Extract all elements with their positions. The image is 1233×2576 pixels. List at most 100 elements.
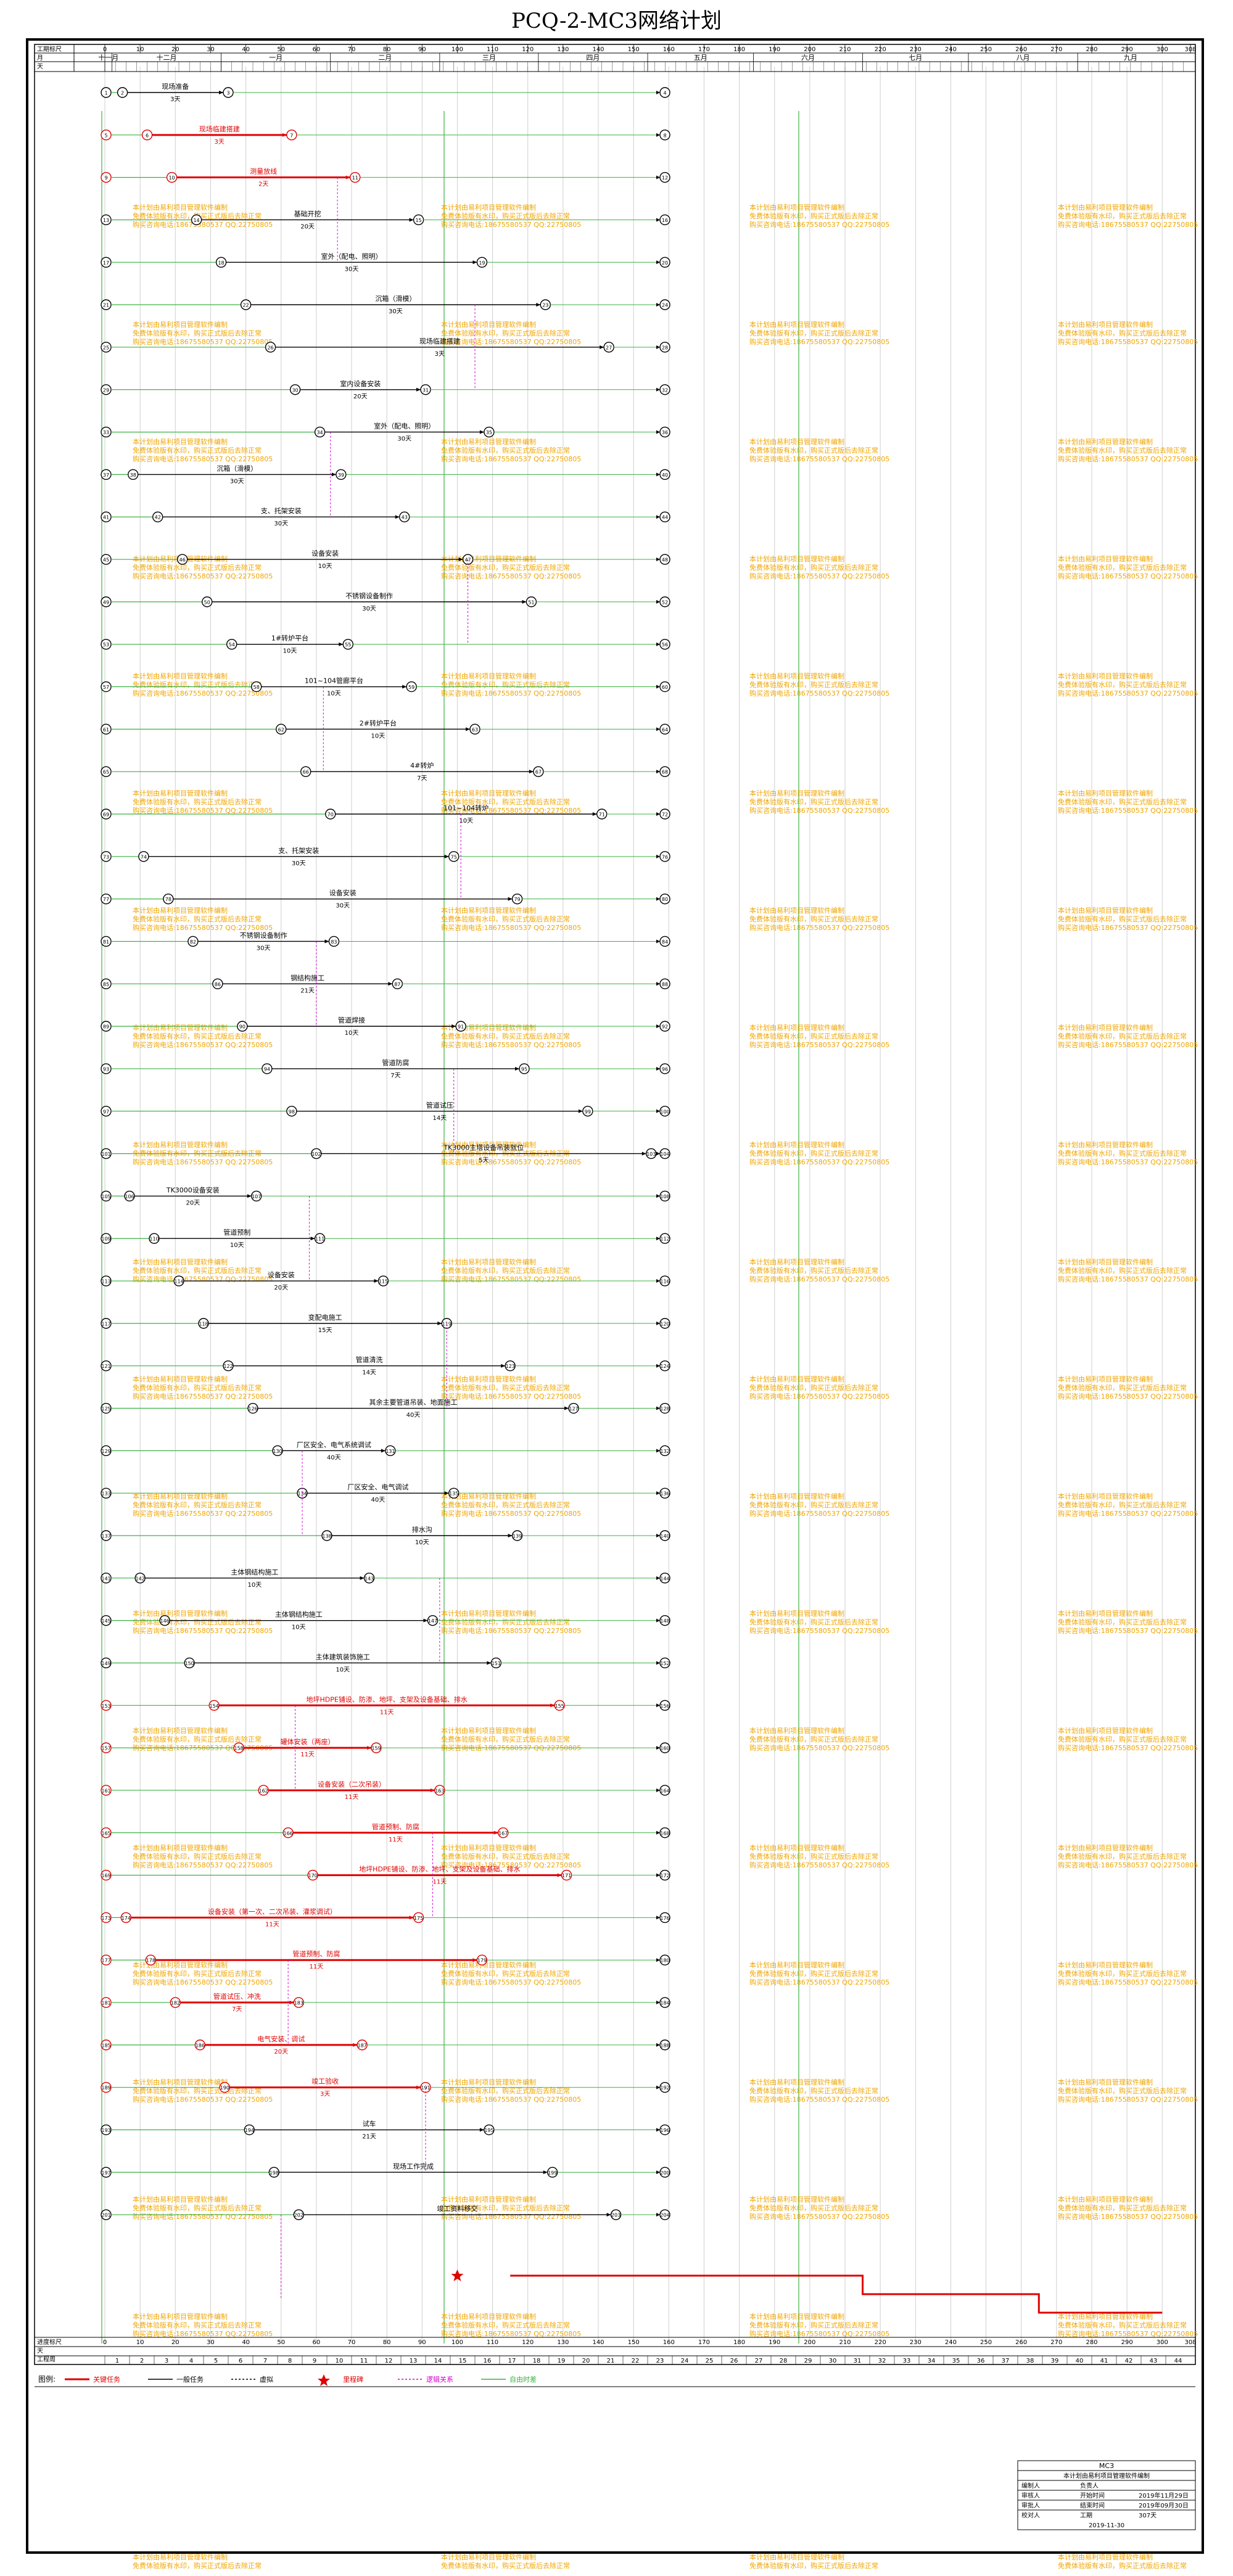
task-label: 厂区安全、电气调试 [347,1483,408,1491]
task-duration: 10天 [459,818,473,825]
node-number: 112 [660,1237,669,1242]
node-number: 169 [101,1873,110,1879]
event-node [659,2124,670,2136]
arrow-head [656,472,660,477]
titleblock-cell: 结束时间 [1080,2501,1105,2509]
task-label: 管道防腐 [382,1058,409,1067]
arrow-head [339,642,344,646]
event-node [307,1869,318,1881]
watermark-text: 免费体验版有水印，购买正式版后去除正常 [1058,2321,1187,2329]
task-duration: 10天 [327,691,341,697]
node-number: 141 [101,1576,110,1581]
node-number: 164 [660,1788,669,1793]
arrow-head [656,1873,660,1877]
arrow-head [656,387,660,392]
watermark-text: 免费体验版有水印，购买正式版后去除正常 [749,797,878,806]
arrow-head [564,1406,569,1410]
watermark-text: 购买咨询电话:18675580537 QQ:22750805 [133,2095,273,2104]
arrow-head [592,812,597,816]
watermark-text: 本计划由易利项目管理软件编制 [1058,1609,1153,1618]
watermark-text: 购买咨询电话:18675580537 QQ:22750805 [1058,2095,1198,2104]
week-number: 12 [385,2358,393,2364]
task-duration: 30天 [336,903,350,910]
watermark-text: 本计划由易利项目管理软件编制 [133,1023,228,1032]
event-node [659,214,670,226]
legend-item: 虚拟 [260,2375,273,2384]
watermark-text: 本计划由易利项目管理软件编制 [441,1257,536,1266]
node-number: 145 [101,1618,110,1624]
node-number: 140 [660,1534,669,1539]
task-duration: 5天 [479,1158,489,1164]
watermark-text: 免费体验版有水印，购买正式版后去除正常 [1058,1266,1187,1275]
node-number: 22 [242,303,249,308]
event-node [659,1573,670,1584]
week-number: 10 [336,2358,344,2364]
titleblock-sub: 本计划由易利项目管理软件编制 [1063,2472,1150,2480]
watermark-text: 本计划由易利项目管理软件编制 [133,672,228,680]
month-label: 十一月 [98,53,118,62]
watermark-text: 本计划由易利项目管理软件编制 [441,1023,536,1032]
node-number: 113 [101,1279,110,1285]
node-number: 15 [415,218,421,223]
week-number: 34 [928,2358,936,2364]
task-label: 主体钢结构施工 [275,1610,323,1619]
node-number: 152 [660,1661,669,1666]
watermark-text: 购买咨询电话:18675580537 QQ:22750805 [133,572,273,580]
week-number: 24 [681,2358,689,2364]
node-number: 122 [223,1364,233,1369]
task-label: 支、托架安装 [278,846,319,855]
node-number: 32 [662,387,668,393]
watermark-text: 购买咨询电话:18675580537 QQ:22750805 [749,923,889,932]
week-number: 26 [730,2358,738,2364]
watermark-text: 购买咨询电话:18675580537 QQ:22750805 [749,1275,889,1283]
arrow-head [656,2043,660,2047]
task-label: 管道清洗 [356,1356,383,1364]
watermark-text: 本计划由易利项目管理软件编制 [441,2553,536,2561]
task-duration: 40天 [327,1454,341,1461]
scale-tick: 110 [487,2339,498,2346]
watermark-text: 免费体验版有水印，购买正式版后去除正常 [441,446,570,455]
node-number: 36 [662,430,668,435]
arrow-head [458,558,463,562]
node-number: 58 [254,685,260,690]
arrow-head [656,1279,660,1283]
task-duration: 14天 [362,1370,376,1376]
node-number: 50 [204,599,210,605]
node-number: 135 [449,1491,458,1497]
week-number: 7 [263,2358,267,2364]
node-number: 86 [215,982,221,987]
node-number: 111 [315,1237,324,1242]
event-node [659,2209,670,2220]
watermark-text: 免费体验版有水印，购买正式版后去除正常 [441,1969,570,1978]
critical-path [510,2274,1163,2314]
watermark-text: 免费体验版有水印，购买正式版后去除正常 [1058,1618,1187,1626]
watermark-text: 本计划由易利项目管理软件编制 [749,1843,844,1852]
watermark-text: 免费体验版有水印，购买正式版后去除正常 [749,1852,878,1861]
watermark-text: 购买咨询电话:18675580537 QQ:22750805 [441,1275,581,1283]
node-number: 153 [101,1703,110,1709]
watermark-text: 免费体验版有水印，购买正式版后去除正常 [749,1500,878,1509]
node-number: 162 [259,1788,268,1793]
arrow-head [656,515,660,519]
week-number: 6 [239,2358,242,2364]
watermark-text: 本计划由易利项目管理软件编制 [1058,554,1153,563]
watermark-text: 本计划由易利项目管理软件编制 [1058,1492,1153,1500]
event-node [659,1106,670,1117]
arrow-head [479,430,484,434]
week-number: 15 [459,2358,467,2364]
watermark-text: 本计划由易利项目管理软件编制 [1058,2312,1153,2321]
watermark-text: 免费体验版有水印，购买正式版后去除正常 [749,2321,878,2329]
week-number: 20 [582,2358,590,2364]
node-number: 26 [267,345,273,350]
arrow-head [430,1788,435,1792]
week-number: 14 [434,2358,442,2364]
watermark-text: 购买咨询电话:18675580537 QQ:22750805 [749,572,889,580]
watermark-text: 购买咨询电话:18675580537 QQ:22750805 [441,689,581,697]
event-node [659,2082,670,2093]
node-number: 40 [662,472,668,478]
task-duration: 30天 [389,308,403,315]
watermark-text: 本计划由易利项目管理软件编制 [1058,1140,1153,1149]
event-node [659,384,670,395]
node-number: 170 [308,1873,318,1879]
